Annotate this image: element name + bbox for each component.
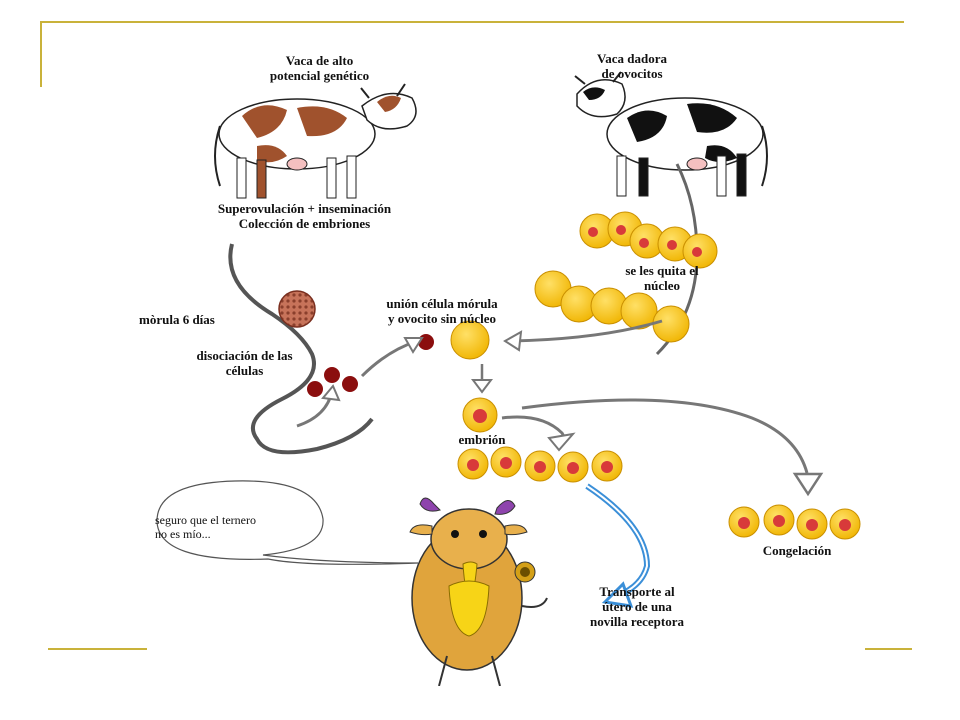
recipient-heifer-illustration — [409, 497, 548, 686]
slide-bottom-rule-left — [48, 648, 148, 650]
transport-label-line3: novilla receptora — [590, 614, 684, 629]
donor-cow-label-line2: potencial genético — [269, 68, 370, 83]
fused-cell — [450, 320, 490, 360]
superovulation-label-line2: Colección de embriones — [238, 216, 371, 231]
embryo-to-freezing-arrow — [521, 398, 809, 474]
embryo-label: embrión — [458, 432, 506, 447]
morula-label: mòrula 6 días — [139, 312, 215, 327]
union-label-line2: y ovocito sin núcleo — [388, 311, 496, 326]
union-label-line1: unión célula mórula — [386, 296, 498, 311]
slide-top-rule — [40, 21, 904, 23]
enucleated-oocytes — [534, 270, 690, 343]
oocyte-to-union-arrow — [511, 319, 663, 343]
frozen-embryos — [728, 504, 861, 540]
oocytes-with-nuclei — [579, 211, 718, 269]
oocyte-cow-illustration — [574, 71, 768, 197]
oocyte-cow-label-line2: de ovocitos — [601, 66, 663, 81]
donor-cow-illustration — [214, 83, 417, 199]
superovulation-label-line1: Superovulación + inseminación — [217, 201, 392, 216]
embryo-chain — [457, 446, 623, 483]
speech-bubble — [156, 480, 419, 565]
diagram-graphics — [156, 71, 861, 686]
nucleus-removed-label-line1: se les quita el — [625, 263, 699, 278]
dissociation-label-line1: disociación de las — [196, 348, 293, 363]
oocyte-cow-label-line1: Vaca dadora — [597, 51, 667, 66]
slide-bottom-rule-right — [865, 648, 912, 650]
donor-cow-label-line1: Vaca de alto — [285, 53, 354, 68]
donor-to-morula-path — [228, 243, 374, 455]
transport-arrow — [585, 483, 651, 599]
transport-label-line2: útero de una — [602, 599, 672, 614]
freezing-label: Congelación — [762, 543, 832, 558]
speech-line2: no es mío... — [155, 527, 211, 541]
morula-cell — [278, 290, 316, 328]
dissociation-label-line2: células — [225, 363, 264, 378]
nucleus-removed-label-line2: núcleo — [643, 278, 681, 293]
speech-line1: seguro que el ternero — [155, 513, 256, 527]
transport-label-line1: Transporte al — [599, 584, 675, 599]
slide-left-rule — [40, 21, 42, 87]
cloning-diagram: Vaca de alto potencial genético Vaca dad… — [139, 46, 865, 686]
